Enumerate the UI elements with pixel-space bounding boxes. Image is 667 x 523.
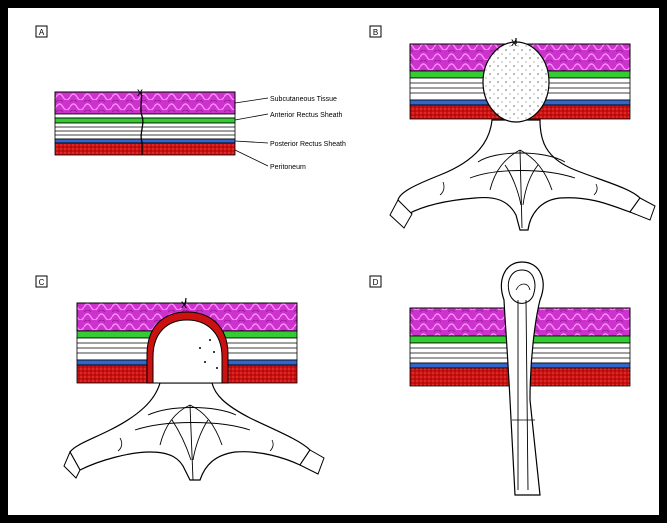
suture-knot-icon-c: x: [181, 297, 187, 311]
posterior-sheath-layer: [55, 139, 235, 143]
label-posterior-sheath: Posterior Rectus Sheath: [270, 141, 346, 148]
panel-b-letter-text: B: [373, 28, 378, 37]
panel-d-letter: D: [370, 276, 381, 287]
suture-knot-icon-b: x: [511, 35, 517, 49]
panel-b-letter: B: [370, 26, 381, 37]
panel-a-letter: A: [36, 26, 47, 37]
label-anterior-sheath: Anterior Rectus Sheath: [270, 112, 342, 119]
herniated-bowel-b: [483, 42, 549, 122]
herniated-bowel-c: [153, 320, 222, 383]
panel-c-letter: C: [36, 276, 47, 287]
peritoneum-layer: [55, 143, 235, 155]
label-peritoneum: Peritoneum: [270, 164, 306, 171]
panel-a-layers: x: [55, 85, 235, 155]
panel-d-letter-text: D: [373, 278, 379, 287]
panel-c-letter-text: C: [39, 278, 45, 287]
label-subcutaneous: Subcutaneous Tissue: [270, 96, 337, 103]
suture-knot-icon: x: [137, 85, 143, 99]
subcutaneous-layer: [55, 92, 235, 114]
anterior-sheath-layer: [55, 118, 235, 123]
panel-a-letter-text: A: [39, 28, 45, 37]
